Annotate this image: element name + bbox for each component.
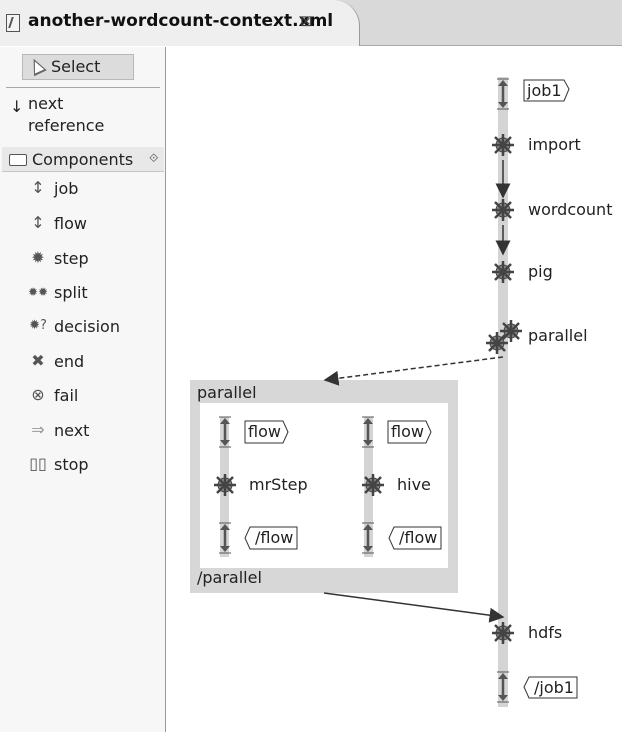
job-start-tag[interactable] [523, 79, 570, 102]
palette-item-stop[interactable]: ▯▯ stop [26, 453, 162, 479]
split-icon: ✹✹ [27, 285, 49, 299]
step-label: hdfs [528, 623, 563, 642]
job-start-label: job1 [527, 81, 562, 100]
editor-tab-strip: another-wordcount-context.xml ⊠ [0, 0, 622, 46]
down-arrow-icon: ↓ [10, 97, 24, 116]
components-label: Components [32, 150, 134, 169]
next-reference-label-line1: next [28, 94, 64, 113]
flow-open-label: flow [391, 422, 424, 441]
palette-item-step[interactable]: ✹ step [26, 247, 162, 273]
step-icon[interactable] [360, 472, 386, 498]
next-reference-label-line2: reference [28, 116, 105, 135]
select-tool-label: Select [51, 57, 101, 76]
close-icon[interactable]: ⊠ [300, 12, 313, 30]
flow-close-tag[interactable] [244, 526, 298, 550]
flow-open-label: flow [248, 422, 281, 441]
main-lane [498, 77, 508, 707]
parallel-close-label: /parallel [197, 568, 262, 587]
step-label: mrStep [249, 475, 308, 494]
diagram-connections [190, 77, 578, 707]
palette-item-decision[interactable]: ✹? decision [26, 315, 162, 341]
job-icon: ↕ [31, 178, 45, 197]
folder-icon [9, 154, 27, 166]
palette-item-label: step [54, 249, 89, 268]
step-label: wordcount [528, 200, 613, 219]
palette-item-label: flow [54, 214, 87, 233]
job-end-tag[interactable] [523, 676, 578, 699]
components-drawer-header[interactable]: Components ⟐ [2, 147, 164, 172]
palette: Select ↓ next reference Components ⟐ ↕ j… [0, 47, 166, 732]
split-icon[interactable] [498, 318, 524, 344]
collapse-icon[interactable]: ⟐ [149, 151, 159, 165]
step-icon[interactable] [490, 132, 516, 158]
palette-item-label: decision [54, 317, 120, 336]
palette-item-label: next [54, 421, 90, 440]
step-icon[interactable] [490, 259, 516, 285]
step-label: hive [397, 475, 431, 494]
step-label: import [528, 135, 581, 154]
arrow-split-parallel[interactable] [323, 356, 504, 386]
next-reference-tool[interactable]: next reference [28, 93, 104, 137]
flow-close-label: /flow [399, 528, 438, 547]
palette-item-label: split [54, 283, 88, 302]
split-label: parallel [528, 326, 588, 345]
arrow-parallel-hdfs[interactable] [323, 592, 505, 623]
next-icon: ⇒ [31, 420, 45, 439]
palette-item-label: fail [54, 386, 79, 405]
editor-tab-title: another-wordcount-context.xml [28, 11, 334, 31]
xml-file-icon [6, 14, 20, 32]
stop-icon: ▯▯ [29, 454, 47, 473]
flow-open-tag[interactable] [387, 420, 432, 444]
flow-close-label: /flow [255, 528, 294, 547]
palette-item-label: job [54, 179, 79, 198]
palette-divider [6, 87, 160, 88]
parallel-open-label: parallel [197, 383, 257, 402]
palette-item-split[interactable]: ✹✹ split [26, 281, 162, 307]
flow-close-tag[interactable] [388, 526, 442, 550]
job-end-label: /job1 [534, 678, 574, 697]
flow-icon: ↕ [31, 213, 45, 232]
diagram-canvas[interactable]: job1 import wordcount pig parallel paral… [167, 47, 622, 732]
palette-item-label: stop [54, 455, 89, 474]
end-icon: ✖ [31, 351, 45, 370]
palette-item-end[interactable]: ✖ end [26, 350, 162, 376]
palette-item-flow[interactable]: ↕ flow [26, 212, 162, 238]
palette-item-fail[interactable]: ⊗ fail [26, 384, 162, 410]
palette-item-label: end [54, 352, 85, 371]
editor-tab[interactable]: another-wordcount-context.xml ⊠ [0, 0, 360, 46]
select-tool[interactable]: Select [22, 54, 134, 80]
palette-item-next[interactable]: ⇒ next [26, 419, 162, 445]
step-icon[interactable] [212, 472, 238, 498]
palette-item-job[interactable]: ↕ job [26, 177, 162, 203]
flow-open-tag[interactable] [244, 420, 289, 444]
step-icon: ✹ [31, 248, 45, 267]
fail-icon: ⊗ [31, 385, 45, 404]
cursor-arrow-icon [27, 55, 47, 77]
step-icon[interactable] [490, 620, 516, 646]
split-icon [484, 330, 510, 356]
step-icon[interactable] [490, 197, 516, 223]
step-label: pig [528, 262, 553, 281]
decision-icon: ✹? [29, 318, 47, 333]
